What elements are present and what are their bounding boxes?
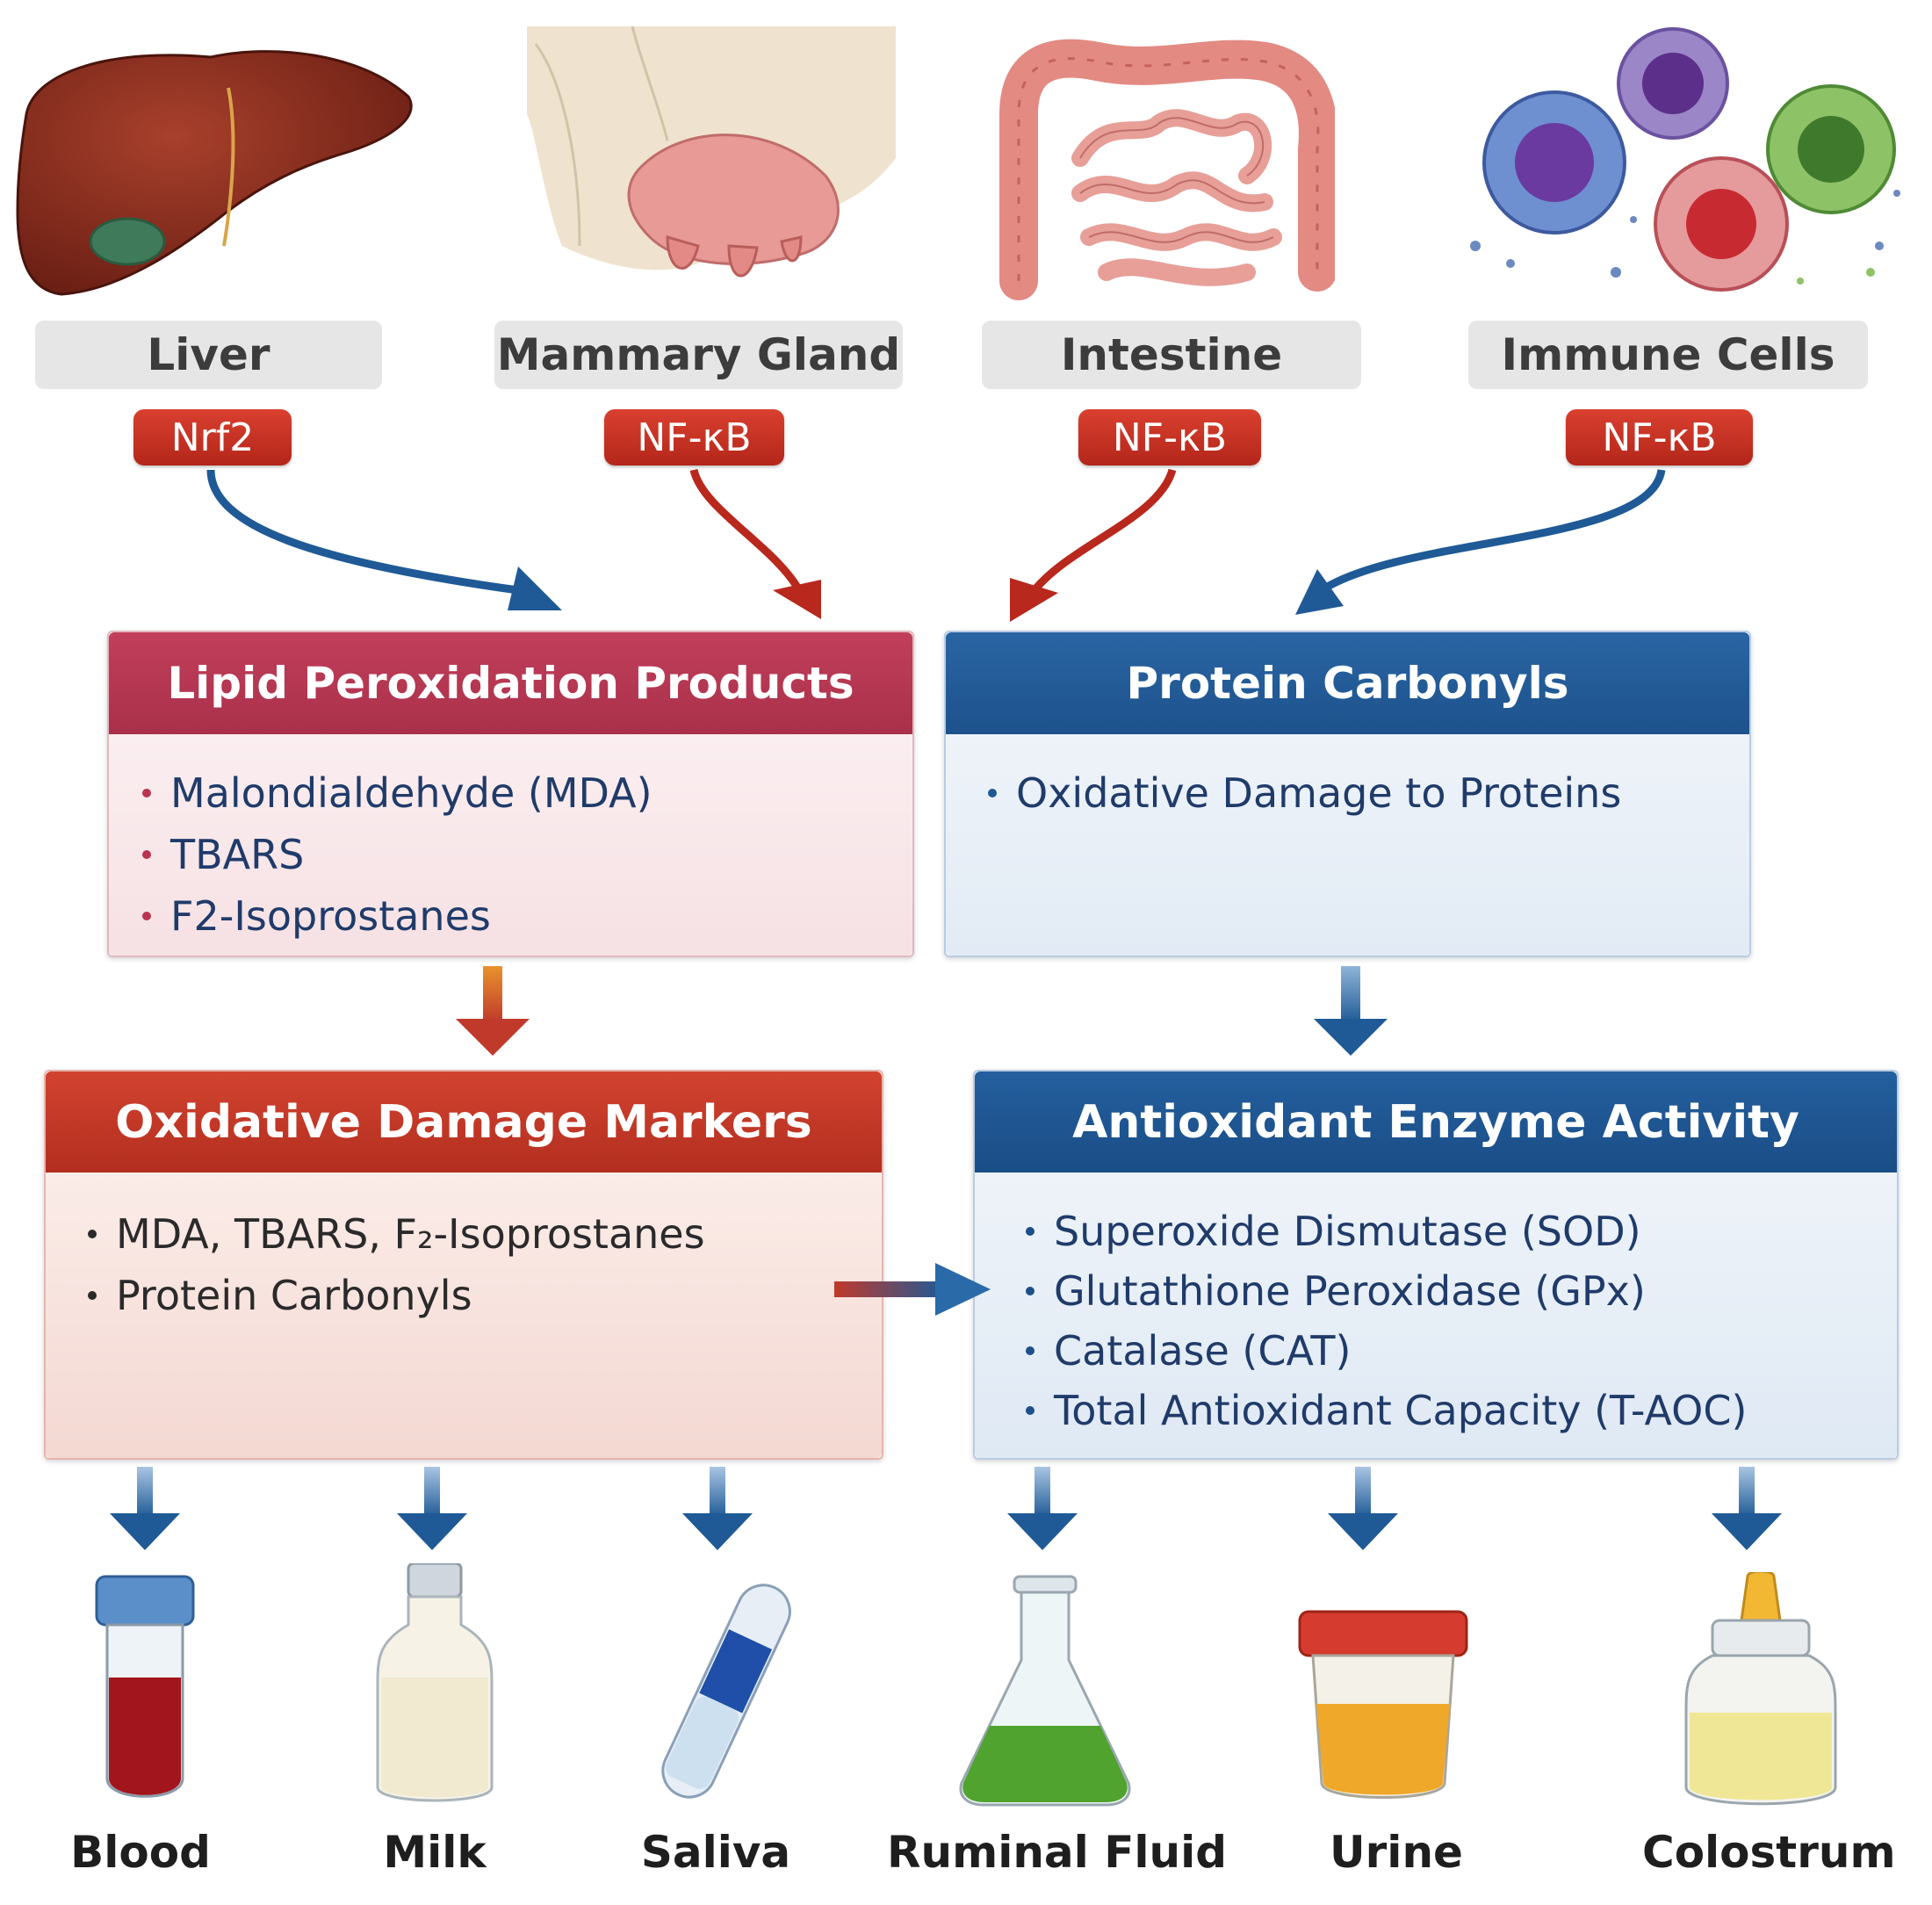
protein-carbonyls-box: Protein Carbonyls Oxidative Damage to Pr… bbox=[944, 631, 1751, 957]
antioxidant-enzyme-title: Antioxidant Enzyme Activity bbox=[975, 1072, 1897, 1173]
protein-carbonyls-list: Oxidative Damage to Proteins bbox=[981, 762, 1621, 824]
pathway-badge-liver: Nrf2 bbox=[133, 409, 292, 465]
urine-cup-icon bbox=[1298, 1610, 1468, 1799]
sample-label-milk: Milk bbox=[383, 1827, 487, 1878]
list-item: Superoxide Dismutase (SOD) bbox=[1019, 1201, 1747, 1261]
liver-illustration bbox=[16, 50, 413, 296]
tissue-label-intestine: Intestine bbox=[982, 321, 1361, 389]
arrowhead-liver bbox=[508, 566, 562, 610]
lipid-peroxidation-title: Lipid Peroxidation Products bbox=[109, 632, 912, 734]
immune-cells-illustration bbox=[1470, 27, 1900, 292]
oxidative-damage-box: Oxidative Damage Markers MDA, TBARS, F₂-… bbox=[44, 1070, 883, 1460]
arrow-intestine bbox=[1031, 468, 1177, 593]
list-item: MDA, TBARS, F₂-Isoprostanes bbox=[81, 1203, 705, 1265]
tissue-label-mammary-gland: Mammary Gland bbox=[494, 321, 903, 389]
sample-label-saliva: Saliva bbox=[640, 1827, 791, 1878]
sample-label-ruminal-fluid: Ruminal Fluid bbox=[887, 1827, 1228, 1878]
flask-icon bbox=[959, 1575, 1131, 1807]
lipid-peroxidation-box: Lipid Peroxidation Products Malondialdeh… bbox=[107, 631, 914, 957]
list-item: TBARS bbox=[135, 824, 652, 885]
list-item: F2-Isoprostanes bbox=[135, 885, 652, 947]
arrowhead-mammary bbox=[773, 580, 821, 619]
middle-arrows bbox=[456, 966, 1388, 1056]
arrow-protein-to-antioxidant bbox=[1341, 966, 1360, 1023]
arrow-immune bbox=[1319, 468, 1666, 594]
list-item: Malondialdehyde (MDA) bbox=[135, 762, 652, 824]
arrow-mammary bbox=[689, 468, 803, 593]
list-item: Catalase (CAT) bbox=[1019, 1321, 1747, 1381]
pathway-arrows bbox=[206, 468, 1666, 622]
lipid-peroxidation-list: Malondialdehyde (MDA) TBARS F2-Isoprosta… bbox=[135, 762, 652, 947]
pathway-badge-immune: NF-κB bbox=[1566, 409, 1753, 465]
tissue-label-immune-cells: Immune Cells bbox=[1468, 321, 1868, 389]
list-item: Glutathione Peroxidase (GPx) bbox=[1019, 1261, 1747, 1321]
sample-label-urine: Urine bbox=[1330, 1827, 1463, 1878]
blood-tube-icon bbox=[95, 1575, 195, 1798]
pathway-badge-intestine: NF-κB bbox=[1078, 409, 1261, 465]
list-item: Total Antioxidant Capacity (T-AOC) bbox=[1019, 1381, 1747, 1440]
sample-arrows bbox=[110, 1467, 1782, 1550]
arrow-liver bbox=[206, 469, 519, 595]
list-item: Oxidative Damage to Proteins bbox=[981, 762, 1621, 824]
list-item: Protein Carbonyls bbox=[81, 1265, 705, 1326]
udder-illustration bbox=[527, 26, 896, 278]
protein-carbonyls-title: Protein Carbonyls bbox=[946, 632, 1749, 734]
antioxidant-enzyme-list: Superoxide Dismutase (SOD) Glutathione P… bbox=[1019, 1201, 1747, 1440]
milk-bottle-icon bbox=[376, 1563, 494, 1802]
oxidative-damage-title: Oxidative Damage Markers bbox=[46, 1072, 882, 1173]
damage-to-antioxidant-arrow bbox=[834, 1263, 991, 1316]
colostrum-bottle-icon bbox=[1684, 1572, 1837, 1806]
oxidative-damage-list: MDA, TBARS, F₂-Isoprostanes Protein Carb… bbox=[81, 1203, 705, 1326]
arrowhead-intestine bbox=[1010, 578, 1058, 622]
pathway-badge-mammary: NF-κB bbox=[604, 409, 784, 465]
saliva-swab-icon bbox=[661, 1584, 791, 1799]
arrowhead-immune bbox=[1295, 569, 1344, 615]
tissue-label-liver: Liver bbox=[35, 321, 382, 389]
sample-label-colostrum: Colostrum bbox=[1642, 1827, 1896, 1878]
antioxidant-enzyme-box: Antioxidant Enzyme Activity Superoxide D… bbox=[973, 1070, 1899, 1460]
arrow-lipid-to-damage bbox=[483, 966, 502, 1023]
sample-label-blood: Blood bbox=[70, 1827, 211, 1878]
intestine-illustration bbox=[999, 39, 1335, 300]
